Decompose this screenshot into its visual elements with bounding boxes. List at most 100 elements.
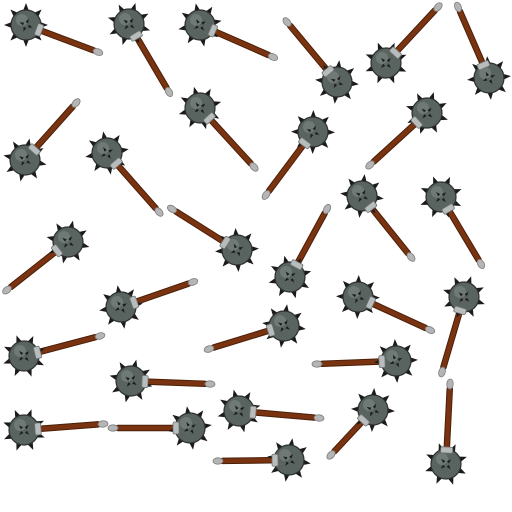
- mace-collar: [33, 345, 43, 360]
- mace-stud: [355, 298, 359, 304]
- mace-stud: [392, 354, 397, 360]
- mace-stud: [201, 21, 206, 25]
- mace-stud: [24, 351, 30, 356]
- mace-head: [105, 291, 137, 323]
- mace-stud: [24, 356, 29, 362]
- mace-stud: [290, 460, 296, 464]
- mace-stud: [129, 18, 134, 23]
- mace-pommel: [311, 360, 323, 368]
- mace-handle: [444, 205, 481, 262]
- mace-handle: [248, 409, 317, 420]
- mace-stud: [446, 464, 451, 470]
- mace-stud: [277, 322, 283, 326]
- mace-collar: [321, 65, 335, 78]
- mace-head: [448, 281, 480, 313]
- mace-stud: [374, 409, 380, 413]
- mace: [212, 438, 311, 482]
- mace-collar: [34, 23, 44, 37]
- mace-handle: [457, 9, 487, 70]
- mace-stud: [18, 425, 24, 430]
- mace-stud: [25, 18, 29, 24]
- mace-stud: [351, 294, 357, 298]
- mace-pommel: [438, 366, 446, 378]
- mace-handle: [211, 327, 275, 350]
- mace-head-highlight: [97, 142, 109, 154]
- mace-handle: [220, 457, 280, 464]
- mace-collar: [364, 201, 378, 213]
- mace: [217, 389, 325, 433]
- mace-stud: [233, 243, 238, 249]
- mace-head-highlight: [111, 296, 123, 308]
- mace-head: [52, 226, 84, 258]
- mace-stud: [230, 249, 236, 254]
- mace-stud: [19, 156, 24, 160]
- mace-handle: [319, 359, 387, 367]
- mace-stud: [338, 81, 344, 86]
- mace-head: [174, 412, 206, 444]
- mace-collar: [129, 295, 140, 310]
- mace-stud: [63, 243, 68, 248]
- mace-stud: [238, 246, 244, 251]
- mace-head: [273, 444, 305, 476]
- mace-collar: [378, 355, 386, 368]
- mace-head: [411, 97, 443, 129]
- mace-collar: [476, 60, 491, 71]
- mace-pommel: [326, 450, 336, 460]
- mace-pommel: [204, 380, 216, 388]
- mace-stud: [389, 360, 395, 365]
- mace-stud: [186, 421, 190, 427]
- mace-stud: [428, 113, 433, 118]
- mace-head: [430, 448, 462, 480]
- mace-stud: [132, 381, 137, 386]
- mace-stud: [24, 430, 30, 435]
- mace-head: [8, 414, 40, 446]
- mace-handle: [287, 23, 332, 76]
- mace-stud: [441, 197, 446, 203]
- mace-stud: [357, 290, 361, 296]
- mace: [107, 2, 174, 98]
- mace-head: [370, 47, 402, 79]
- mace: [425, 378, 467, 485]
- mace-handle: [140, 379, 208, 387]
- mace: [268, 203, 332, 299]
- mace-stud: [280, 327, 284, 333]
- mace-stud: [291, 272, 296, 277]
- mace-head: [8, 340, 40, 372]
- mace-handle: [8, 247, 61, 290]
- mace-stud: [200, 109, 205, 114]
- mace-stud: [196, 19, 200, 24]
- mace-stud: [306, 129, 312, 133]
- mace-head: [184, 92, 216, 124]
- mace-stud: [397, 357, 403, 362]
- mace-head-highlight: [303, 121, 315, 133]
- mace: [99, 278, 199, 329]
- mace-pommel: [212, 457, 224, 465]
- mace-head-highlight: [279, 449, 291, 461]
- mace-stud: [362, 189, 366, 195]
- mace-stud: [239, 412, 244, 417]
- mace: [85, 131, 164, 217]
- mace-head-highlight: [352, 185, 364, 197]
- mace-stud: [386, 58, 391, 63]
- mace-stud: [122, 303, 127, 307]
- mace-handle: [173, 209, 230, 246]
- mace-stud: [310, 133, 314, 139]
- mace-head-highlight: [431, 186, 443, 198]
- mace-head: [321, 66, 353, 98]
- mace-handle: [130, 281, 191, 306]
- mace-head-highlight: [454, 286, 466, 298]
- mace: [4, 3, 104, 56]
- mace-stud: [68, 236, 73, 241]
- mace-collar: [453, 305, 467, 316]
- mace-stud: [355, 192, 361, 196]
- mace-stud: [446, 459, 452, 464]
- mace-pommel: [446, 378, 454, 390]
- mace-pommel: [454, 1, 462, 13]
- mace-stud: [421, 108, 426, 113]
- mace-head-highlight: [14, 345, 26, 357]
- mace-head-highlight: [348, 286, 360, 298]
- mace-stud: [285, 271, 290, 276]
- mace-stud: [191, 424, 197, 428]
- mace-stud: [464, 291, 469, 296]
